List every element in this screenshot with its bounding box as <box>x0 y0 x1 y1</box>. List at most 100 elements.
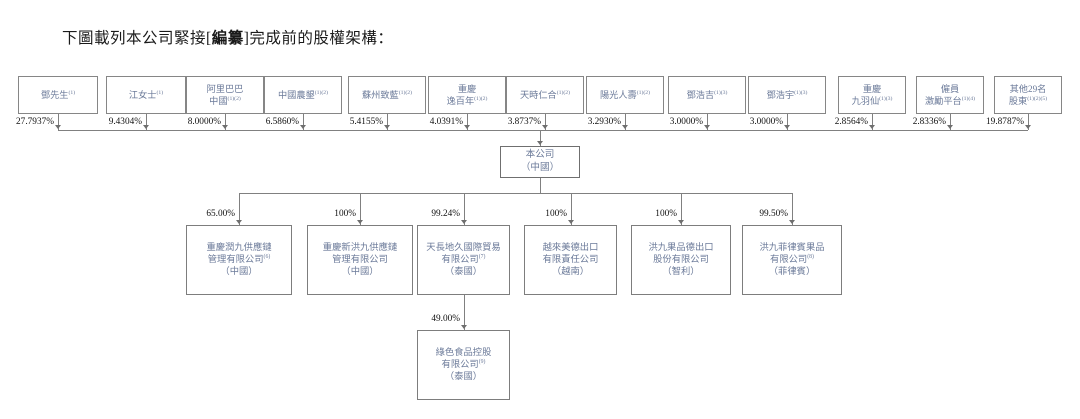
shareholder-footnote-ref: (1)(3) <box>879 95 893 102</box>
shareholder-footnote-ref: (1)(2) <box>636 89 650 96</box>
subsidiary-name-line-1: 洪九果品德出口 <box>648 242 714 253</box>
shareholder-box-content: 其他29名股東(1)(2)(5) <box>995 83 1061 107</box>
subsidiary-arrow-4 <box>568 220 574 224</box>
shareholder-name: 鄧浩宇(1)(3) <box>766 89 808 100</box>
shareholder-name: 中國農墾(1)(2) <box>277 89 328 100</box>
shareholder-box-10: 鄧浩宇(1)(3) <box>748 76 826 114</box>
shareholder-arrow-6 <box>464 125 470 129</box>
main-company-box: 本公司（中國） <box>500 146 580 178</box>
shareholder-arrow-12 <box>947 125 953 129</box>
shareholder-percent-6: 4.0391% <box>429 117 463 127</box>
shareholder-name: 阿里巴巴 <box>206 83 244 94</box>
shareholder-arrow-11 <box>869 125 875 129</box>
shareholder-name: 其他29名 <box>1009 83 1047 94</box>
shareholder-drop-line-10 <box>787 114 788 130</box>
shareholder-arrow-4 <box>300 125 306 129</box>
shareholder-name: 鄧浩吉(1)(3) <box>686 89 728 100</box>
shareholder-drop-line-2 <box>146 114 147 130</box>
shareholder-name: 天時仁合(1)(2) <box>519 89 570 100</box>
shareholder-name-line2: 逸百年(1)(2) <box>446 95 488 106</box>
shareholder-box-content: 僱員激勵平台(1)(4) <box>917 83 983 107</box>
subsidiary-region: （中國） <box>220 267 258 278</box>
shareholder-name-line2: 中國(1)(2) <box>209 95 241 106</box>
shareholder-footnote-ref: (1)(2) <box>474 95 488 102</box>
subsidiary-bus-line <box>239 193 792 194</box>
shareholder-drop-line-4 <box>303 114 304 130</box>
heading-bracket-close: ] <box>243 30 250 47</box>
subsidiary-arrow-2 <box>357 220 363 224</box>
bottom-arrow <box>461 325 467 329</box>
shareholder-drop-line-12 <box>950 114 951 130</box>
subsidiary-arrow-3 <box>461 220 467 224</box>
shareholder-box-9: 鄧浩吉(1)(3) <box>668 76 746 114</box>
shareholder-box-content: 蘇州致藍(1)(2) <box>349 89 425 101</box>
shareholder-box-content: 陽光人壽(1)(2) <box>587 89 663 101</box>
shareholder-box-8: 陽光人壽(1)(2) <box>586 76 664 114</box>
shareholder-name: 蘇州致藍(1)(2) <box>361 89 412 100</box>
shareholder-percent-12: 2.8336% <box>912 117 946 127</box>
shareholder-name: 陽光人壽(1)(2) <box>599 89 650 100</box>
shareholder-box-content: 鄧浩吉(1)(3) <box>669 89 745 101</box>
bottom-name-line-1: 綠色食品控股 <box>435 347 492 358</box>
main-company-name: 本公司 <box>525 149 555 161</box>
subsidiary-drop-line-3 <box>464 193 465 225</box>
shareholder-box-3: 阿里巴巴中國(1)(2) <box>186 76 264 114</box>
shareholder-footnote-ref: (1)(2) <box>227 95 241 102</box>
shareholder-percent-2: 9.4304% <box>108 117 142 127</box>
shareholder-name: 重慶 <box>862 83 882 94</box>
subsidiary-percent-6: 99.50% <box>759 209 788 219</box>
shareholder-arrow-13 <box>1025 125 1031 129</box>
shareholder-name: 僱員 <box>940 83 960 94</box>
subsidiary-percent-4: 100% <box>545 209 567 219</box>
shareholder-footnote-ref: (1)(3) <box>714 89 728 96</box>
subsidiary-region: （泰國） <box>444 267 483 278</box>
shareholder-percent-3: 8.0000% <box>187 117 221 127</box>
company-arrow <box>537 141 543 145</box>
shareholder-percent-13: 19.8787% <box>986 117 1024 127</box>
shareholder-percent-9: 3.0000% <box>669 117 703 127</box>
main-company-region: （中國） <box>520 162 560 173</box>
subsidiary-box-content: 重慶潤九供應鏈管理有限公司(6) （中國） <box>187 242 291 279</box>
shareholder-footnote-ref: (1) <box>68 89 76 96</box>
shareholder-footnote-ref: (1)(3) <box>794 89 808 96</box>
bottom-company-content: 綠色食品控股有限公司(9) （泰國） <box>418 347 509 384</box>
subsidiary-name-line-2: 管理有限公司(6) <box>207 253 271 265</box>
subsidiary-box-4: 越來美德出口有限責任公司（越南） <box>524 225 617 295</box>
heading-prefix: 下圖載列本公司緊接 <box>62 30 207 47</box>
shareholder-box-5: 蘇州致藍(1)(2) <box>348 76 426 114</box>
heading-bracket-open: [ <box>206 30 212 47</box>
shareholder-box-1: 鄧先生(1) <box>18 76 98 114</box>
subsidiary-name-line-1: 天長地久國際貿易 <box>426 242 501 253</box>
subsidiary-percent-3: 99.24% <box>431 209 460 219</box>
shareholder-footnote-ref: (1)(2) <box>556 89 570 96</box>
shareholder-box-content: 阿里巴巴中國(1)(2) <box>187 83 263 107</box>
shareholder-arrow-3 <box>222 125 228 129</box>
shareholder-arrow-1 <box>55 125 61 129</box>
shareholder-name-line2: 激勵平台(1)(4) <box>924 95 975 106</box>
shareholder-footnote-ref: (1)(2) <box>314 89 328 96</box>
shareholder-box-12: 僱員激勵平台(1)(4) <box>916 76 984 114</box>
shareholder-name: 江女士(1) <box>128 89 164 100</box>
bottom-region: （泰國） <box>444 372 483 383</box>
subsidiary-name-line-1: 重慶潤九供應鏈 <box>206 242 272 253</box>
shareholder-percent-4: 6.5860% <box>265 117 299 127</box>
shareholder-name: 重慶 <box>457 83 477 94</box>
shareholder-name-line2: 股東(1)(2)(5) <box>1008 95 1048 106</box>
subsidiary-region: （智利） <box>662 267 700 278</box>
bottom-percent: 49.00% <box>431 314 460 324</box>
subsidiary-name-line-2: 股份有限公司 <box>653 254 709 265</box>
bottom-name-line-2: 有限公司(9) <box>441 358 486 370</box>
shareholder-drop-line-5 <box>387 114 388 130</box>
subsidiary-region: （越南） <box>551 267 590 278</box>
subsidiary-box-content: 越來美德出口有限責任公司（越南） <box>525 242 616 279</box>
shareholder-percent-7: 3.8737% <box>507 117 541 127</box>
subsidiary-box-6: 洪九菲律賓果品有限公司(8)（菲律賓） <box>742 225 842 295</box>
subsidiary-box-content: 天長地久國際貿易有限公司(7)（泰國） <box>418 242 509 279</box>
shareholder-box-content: 重慶逸百年(1)(2) <box>429 83 505 107</box>
shareholder-box-11: 重慶九羽仙(1)(3) <box>838 76 906 114</box>
subsidiary-drop-line-2 <box>360 193 361 225</box>
shareholder-arrow-7 <box>542 125 548 129</box>
shareholder-footnote-ref: (1) <box>156 89 164 96</box>
shareholder-footnote-ref: (1)(2) <box>398 89 412 96</box>
